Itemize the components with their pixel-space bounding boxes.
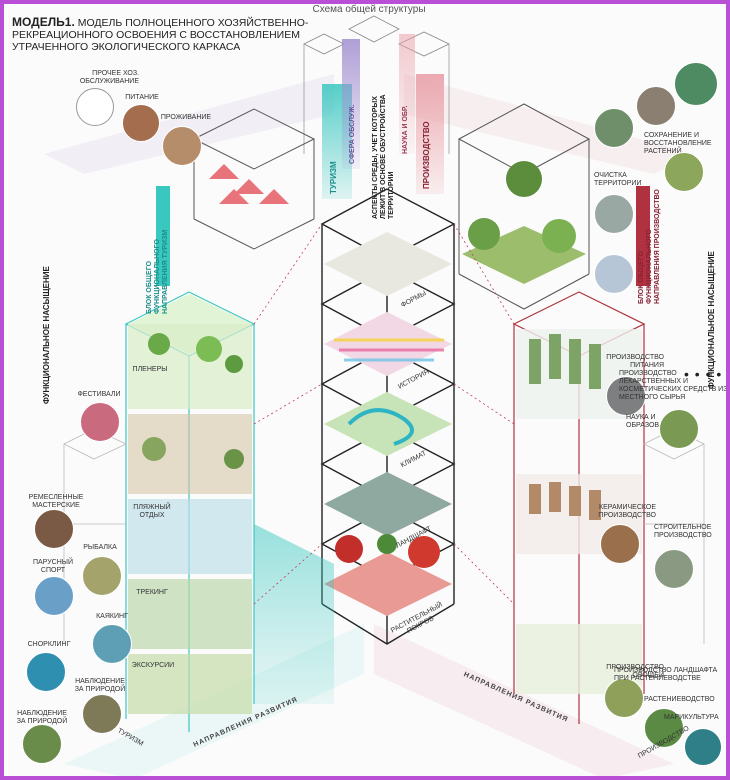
left-block-label: БЛОК ОБЩЕГО ФУНКЦИОНАЛЬНОГО НАПРАВЛЕНИЯ … [146,229,169,314]
top-caption: Схема общей структуры [312,4,426,15]
right-item-4: СТРОИТЕЛЬНОЕ ПРОИЗВОДСТВО [654,524,712,539]
left-item-8: СНОРКЛИНГ [27,641,71,648]
dots-icon: • • • • [684,366,723,382]
left-teal-bar [156,186,170,286]
left-item-7-photo [92,624,132,664]
left-cube-3 [128,499,252,574]
tower-bar-pink-2 [399,34,415,154]
left-item-3-photo [80,402,120,442]
right-inner-0: ПРОИЗВОДСТВО ПИТАНИЯ [606,354,664,369]
left-inner-3: ЭКСКУРСИИ [131,662,175,669]
left-item-0-photo [76,88,114,126]
tower-bar-violet [342,39,360,169]
right-inner-0-photo [606,376,646,416]
tower-bar-pink [416,74,444,194]
left-item-0: ПРОЧЕЕ ХОЗ. ОБСЛУЖИВАНИЕ [79,70,139,85]
left-item-2: ПРОЖИВАНИЕ [160,114,212,121]
nature-tree-2 [542,219,576,253]
right-item-4-photo [654,549,694,589]
right-photo-lab [594,254,634,294]
tower-tourism: ТУРИЗМ [329,161,338,194]
right-inner-2-photo [604,678,644,718]
right-item-0-photo [664,152,704,192]
left-cube-4 [128,579,252,649]
left-item-7: КАЯКИНГ [96,613,128,620]
dotted-links [253,223,515,605]
left-item-9-photo [82,694,122,734]
left-item-3: ФЕСТИВАЛИ [77,391,121,398]
tower-production: ПРОИЗВОДСТВО [422,121,431,189]
left-item-10: НАБЛЮДЕНИЕ ЗА ПРИРОДОЙ [16,710,68,725]
right-item-3-photo [659,409,699,449]
bg-arrow-bottom-right [374,624,674,776]
layer-vegetation [324,552,452,616]
bg-arrow-right [404,74,694,174]
right-photo-b [636,86,676,126]
tower-service: СФЕРА ОБСЛУЖ. [349,104,356,164]
right-inner-2: ПРОИЗВОДСТВО ОВОЩЕЙ [606,664,664,679]
kiln-rows [529,482,601,520]
left-item-1: ПИТАНИЕ [125,94,159,101]
right-photo-c [674,62,718,106]
right-item-7: МАРИКУЛЬТУРА [664,714,719,721]
right-block-label: БЛОК ОБЩЕГО ФУНКЦИОНАЛЬНОГО НАПРАВЛЕНИЯ … [638,189,661,304]
left-item-4-photo [34,509,74,549]
bg-arrow-left [44,74,334,174]
right-inner-1: КЕРАМИЧЕСКОЕ ПРОИЗВОДСТВО [598,504,656,519]
left-item-8-photo [26,652,66,692]
poster-title: МОДЕЛЬ1. МОДЕЛЬ ПОЛНОЦЕННОГО ХОЗЯЙСТВЕНН… [12,16,342,53]
left-item-9: НАБЛЮДЕНИЕ ЗА ПРИРОДОЙ [74,678,126,693]
left-teal-fill [254,524,334,704]
tower-aspects: АСПЕКТЫ СРЕДЫ, УЧЕТ КОТОРЫХ ЛЕЖИТ В ОСНО… [372,94,395,219]
layer-landscape [324,472,452,536]
history-stripes [334,338,444,362]
right-inner-1-photo [600,524,640,564]
layer-forms [324,232,452,296]
left-trees [142,333,244,469]
diagram-graphics [44,15,705,776]
left-cube-5 [128,654,252,714]
left-item-1-photo [122,104,160,142]
left-item-10-photo [22,724,62,764]
left-item-5: РЫБАЛКА [83,544,117,551]
left-wire-cubes [63,428,127,644]
layer-climate [324,392,452,456]
right-maroon-bar [636,186,650,286]
nature-tree-3 [506,161,542,197]
climate-swirl [347,408,414,446]
right-photo-a [594,108,634,148]
left-inner-0: ПЛЕНЕРЫ [132,366,168,373]
tree-red-2 [408,536,440,568]
title-bold: МОДЕЛЬ1. [12,15,75,29]
right-item-6: РАСТЕНИЕВОДСТВО [644,696,715,703]
right-item-1-photo [594,194,634,234]
left-item-6: ПАРУСНЫЙ СПОРТ [32,559,73,574]
nature-cube [457,103,591,310]
title-text: МОДЕЛЬ ПОЛНОЦЕННОГО ХОЗЯЙСТВЕННО-РЕКРЕАЦ… [12,17,309,53]
tree-green-c [377,534,397,554]
left-inner-1: ПЛЯЖНЫЙ ОТДЫХ [133,504,171,519]
right-item-1: ОЧИСТКА ТЕРРИТОРИИ [594,172,642,187]
left-item-4: РЕМЕСЛЕННЫЕ МАСТЕРСКИЕ [28,494,84,509]
nature-tree-1 [468,218,500,250]
right-item-5: ПРОИЗВОДСТВО ЛАНДШАФТА ПРИ РАСТЕНИЕВОДСТ… [614,667,718,682]
left-item-6-photo [34,576,74,616]
tree-red-1 [335,535,363,563]
greenhouse-rows [529,334,601,389]
left-item-2-photo [162,126,202,166]
housing-roofs [209,164,289,204]
left-func-label: ФУНКЦИОНАЛЬНОЕ НАСЫЩЕНИЕ [42,266,51,404]
left-inner-2: ТРЕКИНГ [136,589,168,596]
right-item-7-photo [684,728,722,766]
right-item-2: ПРОИЗВОДСТВО ЛЕКАРСТВЕННЫХ И КОСМЕТИЧЕСК… [619,370,728,401]
left-item-5-photo [82,556,122,596]
tower-science: НАУКА И ОБР. [402,105,409,155]
right-item-6-photo [644,708,684,748]
right-item-3: НАУКА И ОБРАЗОВАНИЕ [626,414,679,429]
right-item-0: СОХРАНЕНИЕ И ВОССТАНОВЛЕНИЕ РАСТЕНИЙ [644,132,712,155]
